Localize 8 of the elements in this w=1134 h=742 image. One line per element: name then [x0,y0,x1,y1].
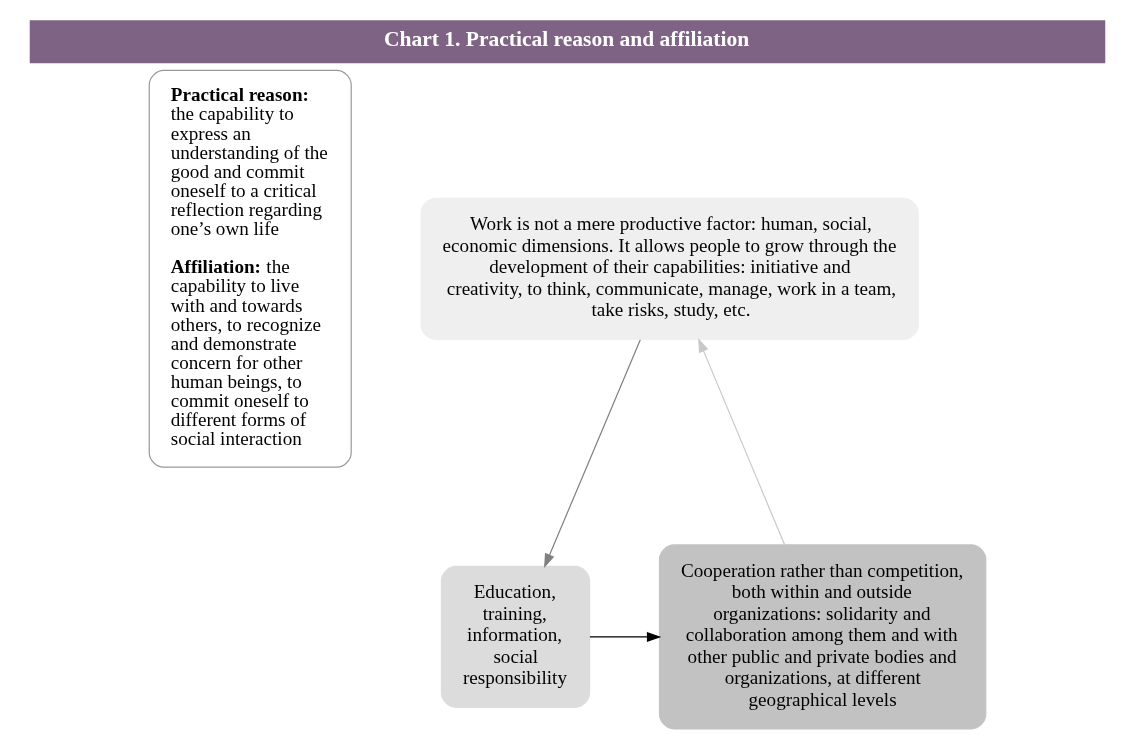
node-box: Education, training, information, social responsibility [440,565,590,708]
arrow [543,339,641,568]
node-box: Practical reason: the capability to express an understanding of the good and commit oneself to a critical reflection regarding one’s own life Affiliation: the capability to live with and towards others, to recognize and demonstrate concern for other human beings, to commit oneself to different forms of social interaction [148,69,352,468]
diagram-title: Chart 1. Practical reason and affiliation [383,26,749,51]
arrow [697,338,785,546]
node-box: Work is not a mere productive factor: human, social, economic dimensions. It allows people to grow through the development of their capabilities: initiative and creativity, to think, communicate, manage, work in a team, take risks, study, etc. [420,197,919,340]
arrow [588,631,661,642]
node-box: Cooperation rather than competition, both within and outside organizations: solidarity and collaboration among them and with other public and private bodies and organizations, at different geographical levels [658,544,986,730]
